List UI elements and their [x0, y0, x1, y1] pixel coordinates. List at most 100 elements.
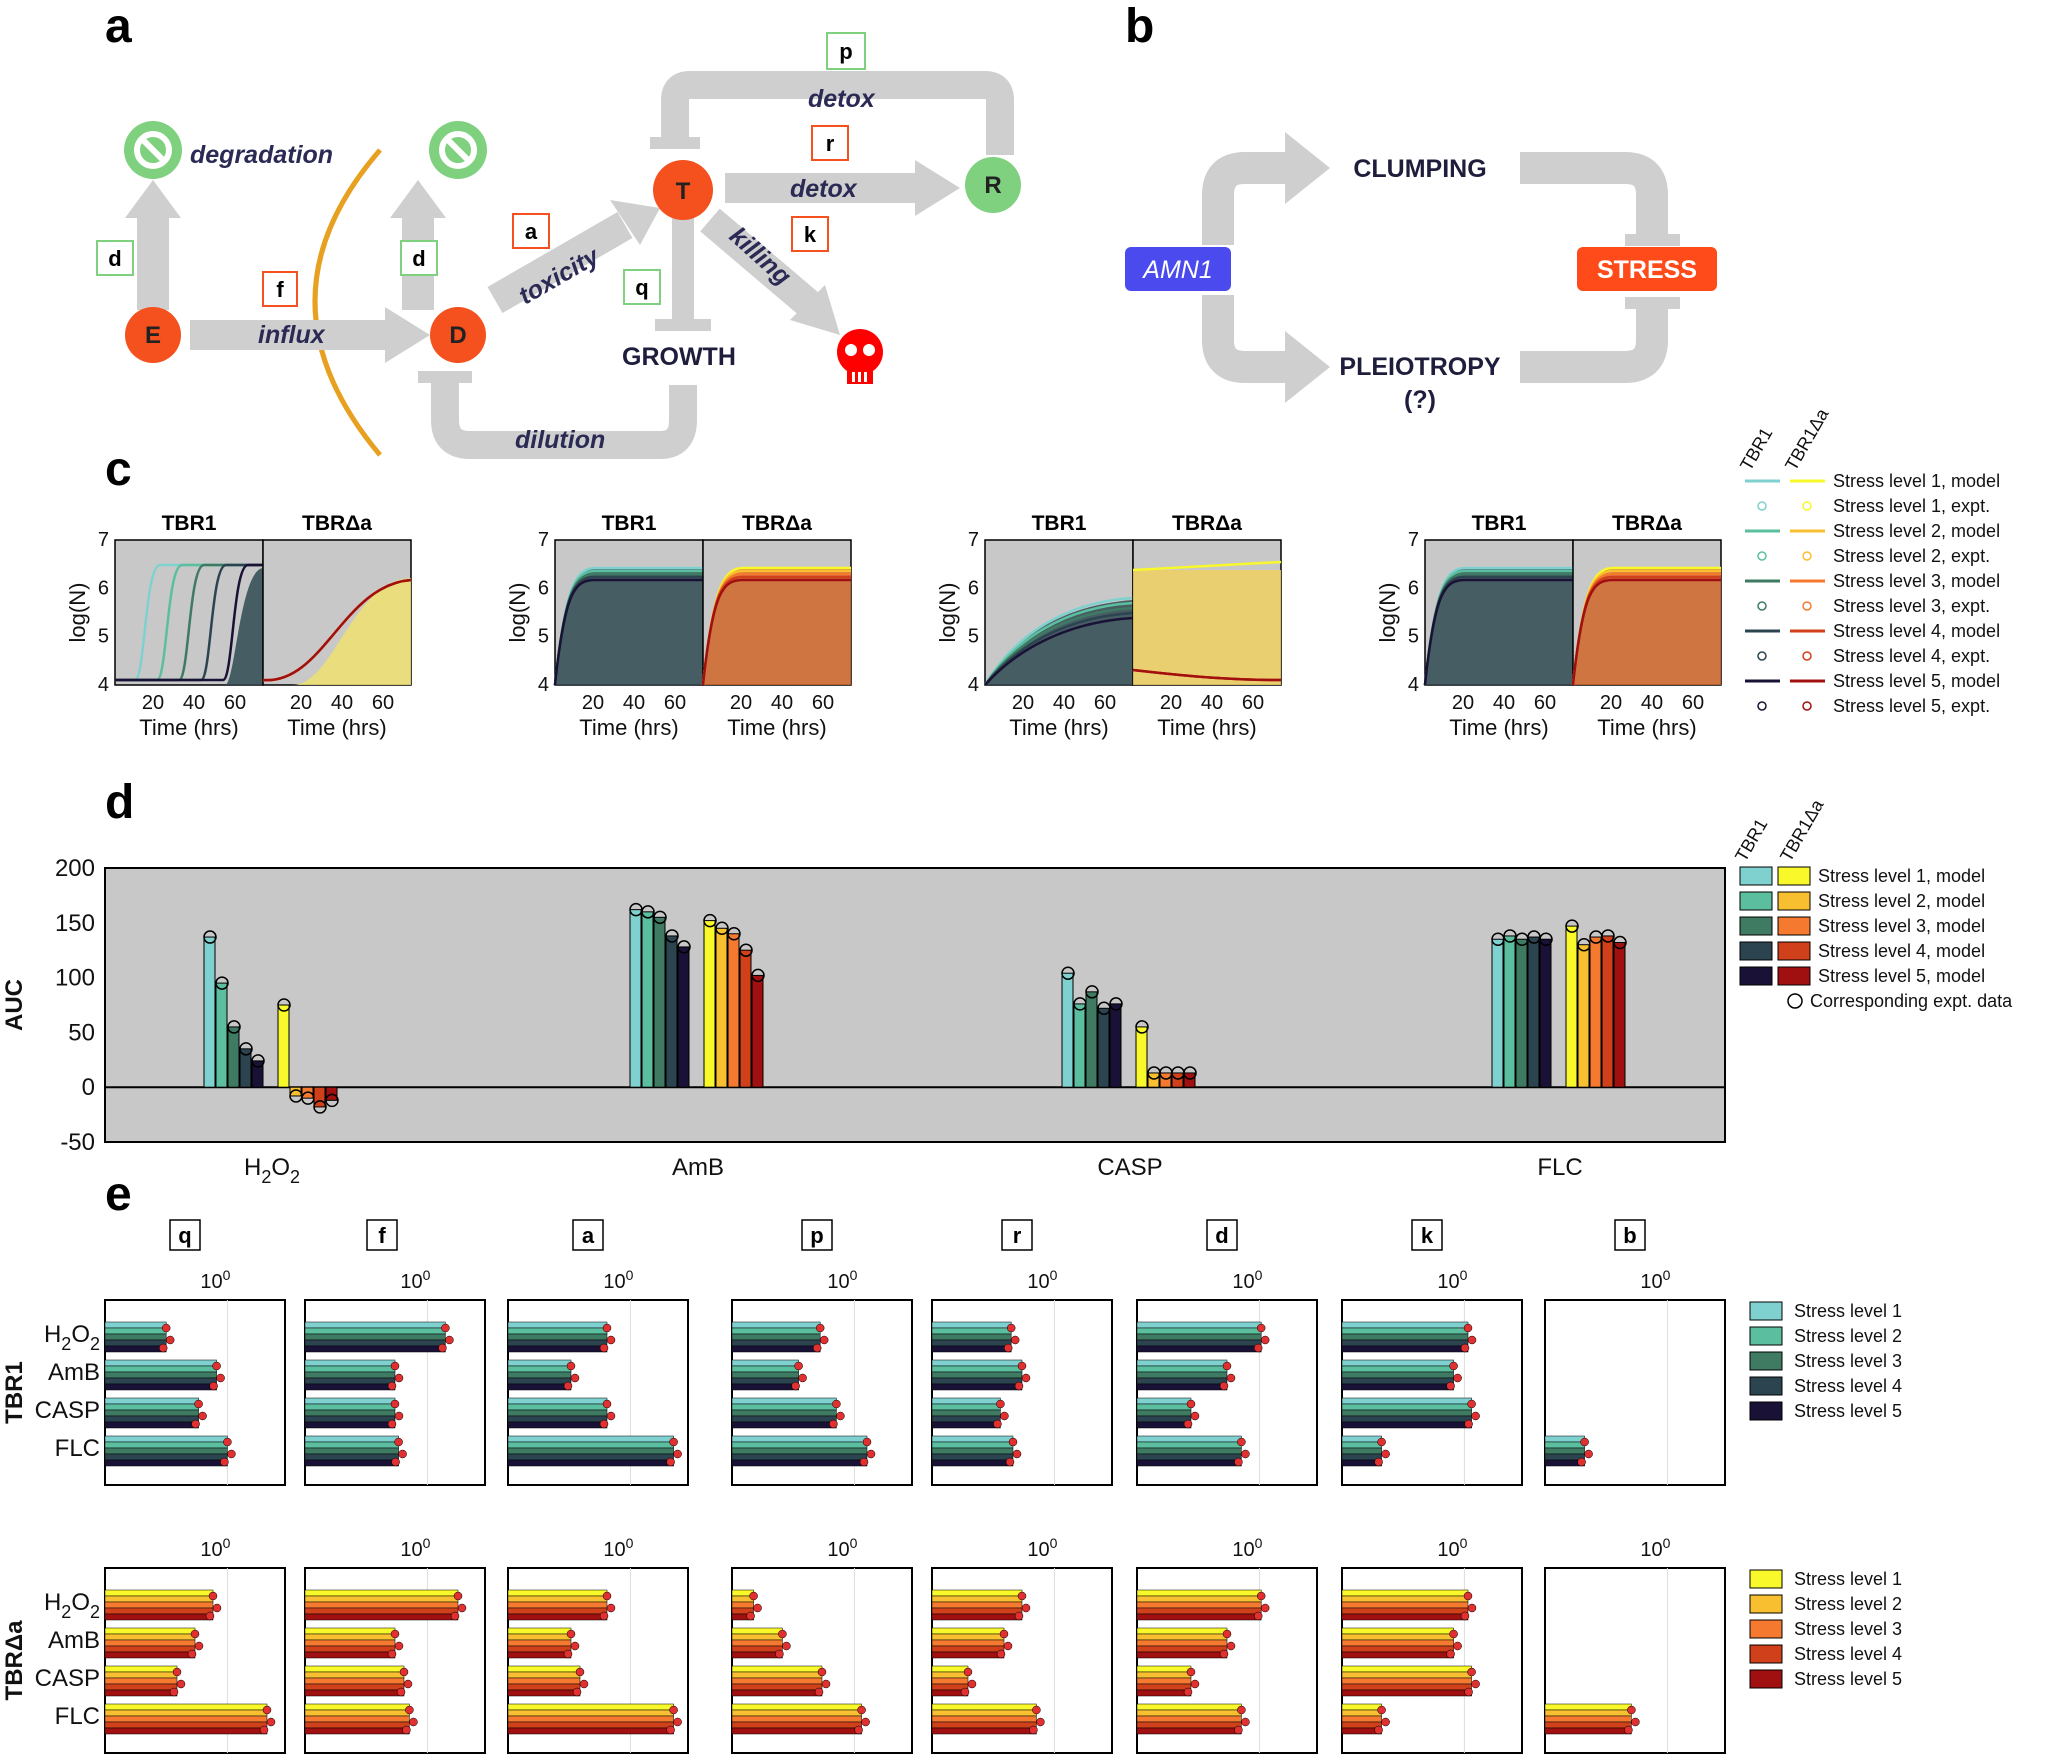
degradation-symbol-2: [429, 121, 487, 179]
param-marker: [1003, 1343, 1013, 1353]
param-bar: [104, 1721, 268, 1729]
legend-marker-tbr1da: [1802, 701, 1812, 711]
param-marker: [570, 1373, 580, 1383]
amn1-box: [1125, 247, 1231, 291]
param-bar: [304, 1459, 399, 1467]
param-box-d: [1206, 1219, 1238, 1251]
label-part-main: AmB: [672, 1154, 724, 1181]
param-marker: [1234, 1457, 1243, 1467]
tick-base: 10: [1027, 1271, 1049, 1293]
expt-marker: [665, 929, 679, 943]
tick-exp: 0: [850, 1535, 858, 1551]
param-bar: [304, 1613, 459, 1621]
param-bar: [1341, 1627, 1454, 1635]
param-marker: [394, 1641, 404, 1651]
skull-icon: [837, 329, 883, 384]
tick-10-0: 100: [400, 1267, 430, 1293]
auc-bar: [1061, 972, 1074, 1088]
param-bar: [304, 1709, 410, 1717]
y-tick-label: -50: [60, 1129, 95, 1156]
param-marker: [165, 1335, 175, 1345]
param-marker: [262, 1705, 272, 1715]
growth-curve: [115, 563, 263, 682]
param-bar: [931, 1435, 1014, 1443]
x-axis-label: Time (hrs): [579, 715, 678, 740]
auc-bar: [1503, 935, 1516, 1088]
param-marker: [960, 1687, 970, 1697]
param-bar: [507, 1365, 572, 1373]
legend-entry: Stress level 5, model: [1833, 671, 2000, 691]
legend-swatch: [1749, 1669, 1783, 1689]
param-marker: [572, 1687, 582, 1697]
param-marker: [194, 1641, 204, 1651]
x-tick-label: 20: [1160, 692, 1182, 714]
param-marker: [1460, 1343, 1470, 1353]
param-bar: [104, 1397, 199, 1405]
expt-marker: [751, 968, 765, 983]
param-bar: [1341, 1327, 1469, 1335]
param-bar: [507, 1703, 674, 1711]
strain-label: TBRΔa: [1, 1620, 28, 1701]
y-axis-label: log(N): [65, 583, 90, 643]
auc-bar: [1171, 1072, 1184, 1088]
tick-10-0: 100: [200, 1535, 230, 1561]
expt-marker: [313, 1100, 327, 1114]
tick-exp: 0: [1050, 1267, 1058, 1283]
growth-curve: [984, 616, 1134, 686]
param-bar: [931, 1447, 1014, 1455]
param-marker: [394, 1373, 404, 1383]
legend-entry: Stress level 1, expt.: [1833, 496, 1990, 516]
tick-base: 10: [827, 1539, 849, 1561]
param-marker: [775, 1649, 784, 1659]
param-marker: [857, 1705, 866, 1715]
param-bar: [304, 1721, 410, 1729]
param-bar: [1136, 1595, 1262, 1603]
param-bar: [731, 1421, 837, 1429]
tick-base: 10: [1437, 1271, 1459, 1293]
growth-area: [985, 600, 1133, 685]
tick-exp: 0: [1460, 1535, 1468, 1551]
param-marker: [1222, 1629, 1232, 1639]
param-bar: [104, 1435, 228, 1443]
param-bar: [304, 1441, 399, 1449]
growth-curve: [115, 563, 263, 682]
param-bar: [1544, 1703, 1632, 1711]
param-bar: [1341, 1689, 1472, 1697]
growth-area: [1133, 570, 1281, 685]
param-bar: [104, 1607, 214, 1615]
param-bar: [931, 1595, 1023, 1603]
legend-entry: Stress level 5: [1794, 1401, 1902, 1421]
auc-bar: [251, 1060, 264, 1088]
auc-bar: [1515, 938, 1528, 1088]
param-box-f: f: [262, 271, 298, 307]
param-marker: [1006, 1323, 1016, 1333]
param-bar: [1136, 1703, 1242, 1711]
param-bar: [731, 1403, 837, 1411]
param-bar: [104, 1639, 196, 1647]
param-marker: [1374, 1457, 1383, 1467]
tick-base: 10: [1640, 1539, 1662, 1561]
param-marker: [403, 1679, 413, 1689]
param-bar: [507, 1453, 674, 1461]
legend-marker-tbr1da: [1802, 551, 1812, 561]
param-bar: [507, 1339, 608, 1347]
param-bar: [507, 1601, 608, 1609]
param-marker: [227, 1449, 236, 1459]
param-marker: [387, 1649, 397, 1659]
param-marker: [602, 1323, 612, 1333]
param-bar: [1544, 1709, 1632, 1717]
panel-label-b: b: [1125, 0, 1154, 53]
y-tick-label: 50: [68, 1019, 95, 1046]
param-bar: [931, 1421, 1001, 1429]
tick-base: 10: [200, 1539, 222, 1561]
label-degradation: degradation: [190, 141, 333, 169]
param-marker: [1460, 1611, 1470, 1621]
param-bar: [507, 1441, 674, 1449]
param-bar: [304, 1447, 399, 1455]
param-bar: [1136, 1677, 1192, 1685]
y-tick-label: 100: [55, 965, 95, 992]
x-tick-label: 60: [812, 692, 834, 714]
tick-exp: 0: [626, 1535, 634, 1551]
auc-bar: [1601, 935, 1614, 1088]
param-bar: [507, 1589, 608, 1597]
